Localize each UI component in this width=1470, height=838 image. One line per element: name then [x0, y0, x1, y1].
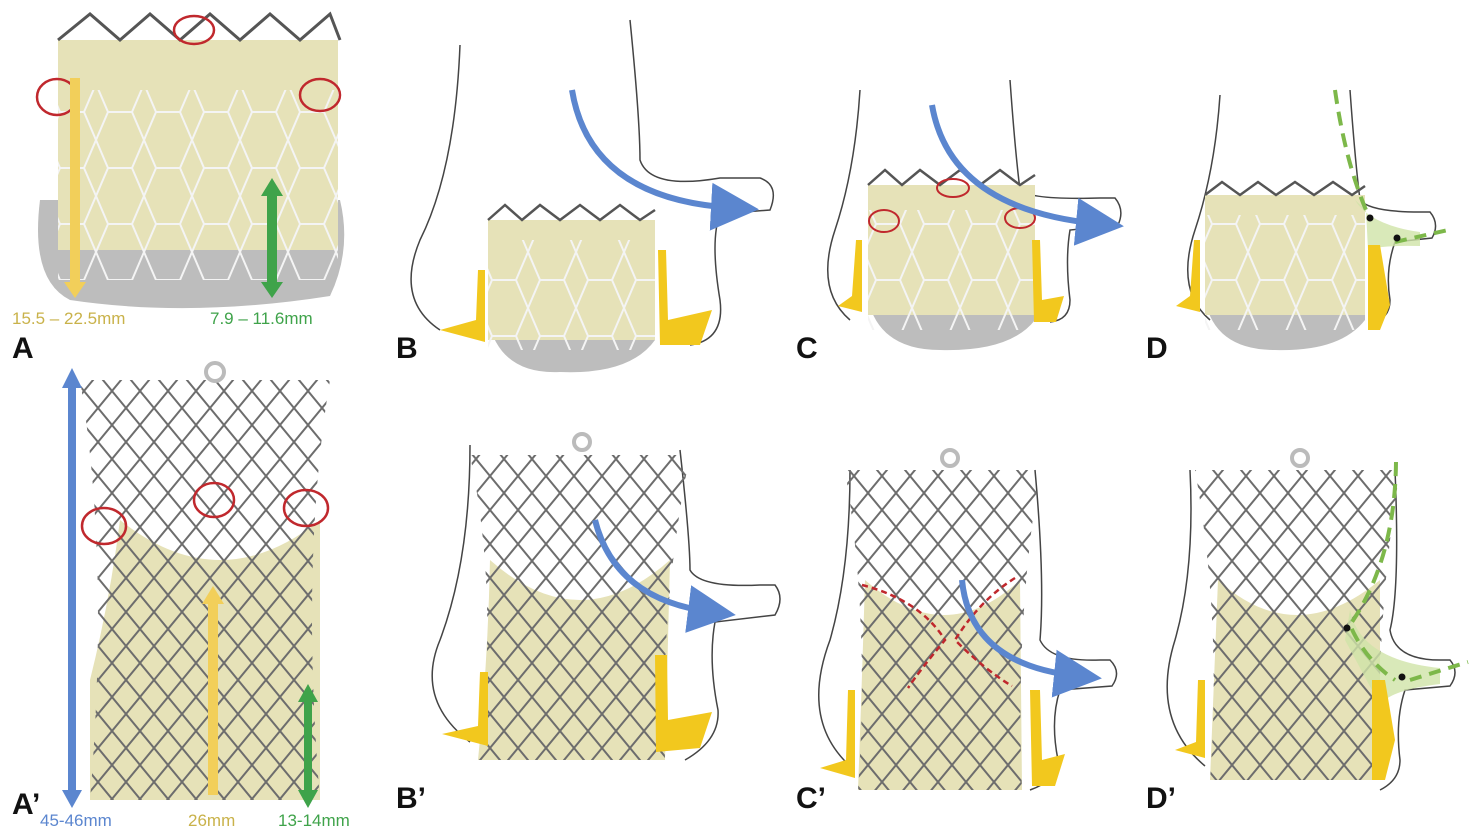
leaflet — [1030, 690, 1065, 786]
valve-frame — [58, 90, 338, 280]
leaflet — [658, 250, 712, 345]
leaflet — [838, 240, 862, 312]
evolut-waist-label: 26mm — [188, 811, 235, 830]
valve-crown — [58, 14, 340, 40]
panel-c-prime: C’ — [796, 450, 1117, 815]
valve-frame — [80, 380, 330, 800]
flow-arrow — [572, 90, 735, 208]
commissure-circle — [174, 16, 214, 44]
panel-label-c-prime: C’ — [796, 782, 826, 815]
leaflet — [1368, 245, 1390, 330]
sapien-height-label: 15.5 – 22.5mm — [12, 309, 125, 328]
leaflet — [440, 270, 485, 342]
leaflet — [1032, 240, 1064, 322]
sinus-seq-line — [1335, 90, 1366, 210]
panel-label-d-prime: D’ — [1146, 782, 1176, 815]
sapien-skirt-label: 7.9 – 11.6mm — [210, 309, 313, 328]
panel-label-d: D — [1146, 332, 1168, 365]
valve-frame — [845, 470, 1040, 790]
panel-b-prime: B’ — [396, 434, 780, 815]
panel-c: C — [796, 80, 1121, 365]
valve-frame — [868, 210, 1035, 330]
evolut-height-label: 45-46mm — [40, 811, 112, 830]
leaflet — [820, 690, 855, 778]
valve-frame — [488, 240, 655, 350]
panel-d-prime: D’ — [1146, 450, 1468, 815]
panel-d: D — [1146, 90, 1448, 365]
panel-label-b-prime: B’ — [396, 782, 426, 815]
leaflet — [655, 655, 712, 752]
evolut-skirt-label: 13-14mm — [278, 811, 350, 830]
panel-a: 15.5 – 22.5mm 7.9 – 11.6mm A — [12, 14, 344, 365]
panel-b: B — [396, 20, 773, 372]
valve-frame — [1195, 470, 1400, 780]
valve-frame — [1205, 215, 1365, 330]
leaflet — [442, 672, 488, 746]
panel-label-b: B — [396, 332, 418, 365]
panel-label-a-prime: A’ — [12, 788, 40, 821]
panel-label-a: A — [12, 332, 34, 365]
panel-a-prime: 45-46mm 26mm 13-14mm A’ — [12, 363, 350, 830]
panel-label-c: C — [796, 332, 818, 365]
leaflet — [1175, 680, 1205, 758]
